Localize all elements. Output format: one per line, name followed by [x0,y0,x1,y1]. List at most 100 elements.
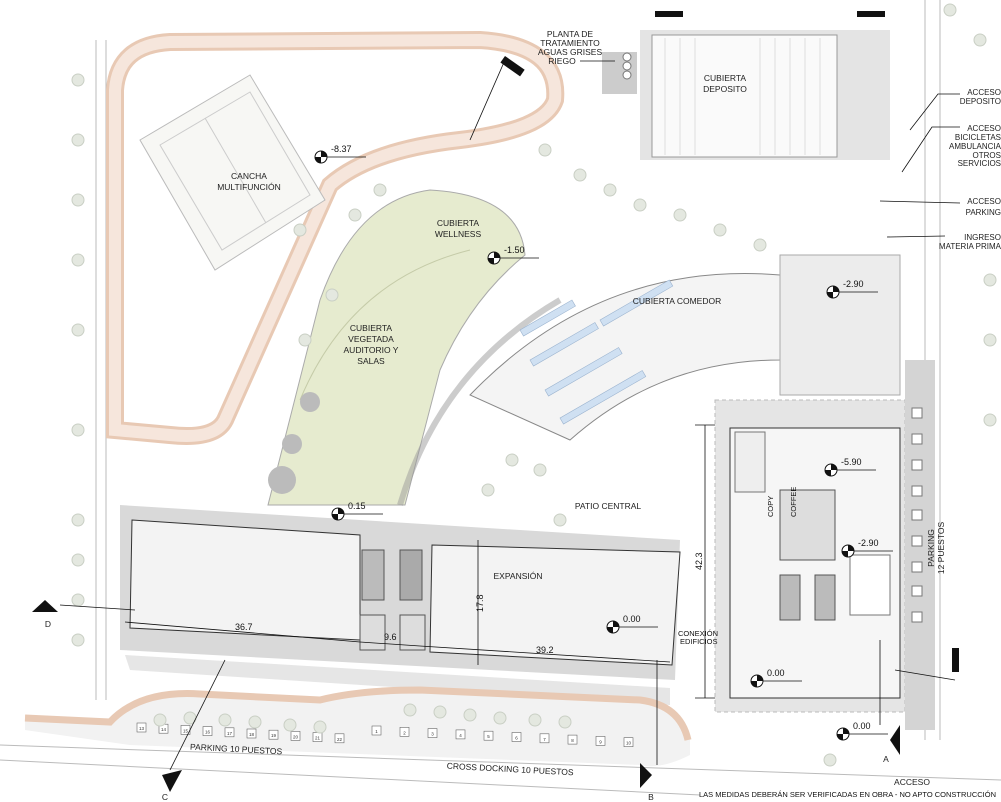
svg-text:3: 3 [431,732,434,737]
svg-text:SERVICIOS: SERVICIOS [958,159,1001,168]
svg-text:CUBIERTA: CUBIERTA [350,323,393,333]
tree-icon [528,713,542,727]
comedor-label: CUBIERTA COMEDOR [633,296,721,306]
parking-bottom-label: PARKING 10 PUESTOS [190,742,283,757]
level-value: -8.37 [331,144,352,154]
tree-icon [753,238,767,252]
level-marker-comedor: -2.90 [826,279,878,299]
tree-icon [71,133,85,147]
section-c-label: C [162,792,168,802]
svg-text:RIEGO: RIEGO [548,56,576,66]
level-marker-vegetada: 0.15 [331,501,383,521]
level-marker-lobby: 0.00 [750,668,802,688]
svg-text:9: 9 [599,739,602,744]
parking-right-label: PARKING 12 PUESTOS [926,522,946,575]
office-building [714,399,906,713]
access-notes [879,93,961,238]
svg-text:AMBULANCIA: AMBULANCIA [949,142,1001,151]
tree-icon [71,553,85,567]
level-marker-cancha: -8.37 [314,144,366,164]
dimension-36-7: 36.7 [235,622,253,632]
parking-spot: 4 [455,729,466,740]
parking-spot: 13 [136,722,147,733]
access-parking-note: ACCESO PARKING [966,197,1001,217]
svg-text:OTROS: OTROS [973,151,1001,160]
svg-text:20: 20 [293,734,299,739]
conexion-label: CONEXIÓN EDIFICIOS [678,629,718,646]
parking-spot: 16 [202,726,213,736]
tree-icon [983,413,997,427]
tree-icon [533,463,547,477]
tree-icon [983,273,997,287]
svg-text:19: 19 [271,733,277,738]
tree-icon [558,715,572,729]
svg-text:BICICLETAS: BICICLETAS [955,133,1001,142]
parking-spot: 6 [511,732,522,742]
svg-text:DEPOSITO: DEPOSITO [703,84,747,94]
svg-text:5: 5 [487,734,490,739]
level-marker-core_top: -5.90 [824,457,876,477]
parking-spot: 5 [483,730,494,741]
tree-icon [481,483,495,497]
level-value: 0.00 [853,721,871,731]
tree-icon [983,333,997,347]
svg-text:12 PUESTOS: 12 PUESTOS [936,522,946,575]
section-a-arrow [890,725,900,755]
tree-icon [433,705,447,719]
level-marker-acceso: 0.00 [836,721,888,741]
tree-icon [573,168,587,182]
svg-text:14: 14 [161,727,167,732]
cross-docking-label: CROSS DOCKING 10 PUESTOS [447,761,575,778]
parking-spot: 7 [539,733,550,744]
svg-text:PARKING: PARKING [926,529,936,567]
dimension-39-2: 39.2 [536,645,554,655]
parking-spot: 19 [268,729,279,740]
expansion-label: EXPANSIÓN [494,571,543,581]
svg-text:PLANTA DE: PLANTA DE [547,29,593,39]
svg-text:SALAS: SALAS [357,356,385,366]
tree-icon [973,33,987,47]
svg-text:CUBIERTA: CUBIERTA [437,218,480,228]
tree-icon [823,753,837,767]
svg-text:PARKING: PARKING [966,208,1001,217]
svg-text:WELLNESS: WELLNESS [435,229,482,239]
svg-text:VEGETADA: VEGETADA [348,334,394,344]
level-marker-wellness: -1.50 [487,245,539,265]
parking-spot: 17 [224,727,235,738]
tree-icon [943,3,957,17]
svg-text:CANCHA: CANCHA [231,171,267,181]
patio-label: PATIO CENTRAL [575,501,642,511]
svg-text:15: 15 [183,728,189,733]
tree-icon [71,633,85,647]
section-d-label: D [45,619,51,629]
svg-text:17: 17 [227,731,233,736]
level-value: -2.90 [843,279,864,289]
tree-icon [603,183,617,197]
tree-icon [248,715,262,729]
tree-icon [313,720,327,734]
svg-text:6: 6 [515,736,518,741]
svg-text:7: 7 [543,737,546,742]
access-services-note: ACCESO BICICLETAS AMBULANCIA OTROS SERVI… [949,124,1001,168]
tree-icon [348,208,362,222]
tree-icon [325,288,339,302]
level-marker-expansion: 0.00 [606,614,658,634]
tree-icon [153,713,167,727]
planta-label: PLANTA DE TRATAMIENTO AGUAS GRISES RIEGO [538,29,615,66]
tree-icon [493,711,507,725]
parking-spot: 3 [427,728,438,738]
multi-sport-court [139,74,326,271]
section-b-label: B [648,792,654,802]
dimension-42-3: 42.3 [694,552,704,570]
parking-spot: 10 [623,737,634,748]
parking-spot: 22 [334,733,345,744]
tree-icon [71,593,85,607]
deposito-label: CUBIERTA DEPOSITO [703,73,747,94]
level-markers: -8.37-1.50-2.90-5.90-2.900.150.000.000.0… [314,144,893,741]
level-value: 0.00 [767,668,785,678]
svg-text:10: 10 [626,741,632,746]
warehouse-roof [602,11,890,160]
tree-icon [463,708,477,722]
svg-text:MATERIA PRIMA: MATERIA PRIMA [939,242,1001,251]
svg-text:TRATAMIENTO: TRATAMIENTO [540,38,600,48]
